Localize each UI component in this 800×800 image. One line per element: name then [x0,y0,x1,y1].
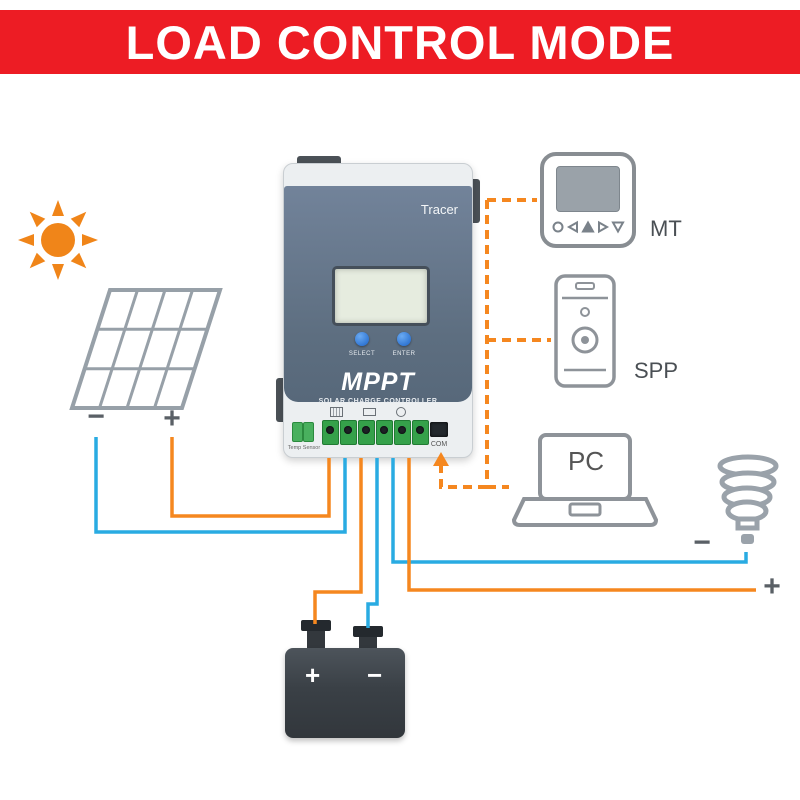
temp-sensor-label: Temp Sensor [287,445,321,451]
battery-negative-terminal [376,420,393,445]
comm-controller-dashed [439,464,487,489]
mt-remote-meter [540,152,636,248]
battery-minus-label: − [367,660,383,690]
battery-positive-terminal [358,420,375,445]
enter-button [397,332,411,346]
mt-screen [556,166,620,212]
battery-plus-label: + [305,660,321,690]
model-label: MPPT [341,368,415,396]
battery-body: + − [285,648,405,738]
load-negative-terminal [394,420,411,445]
title-banner: LOAD CONTROL MODE [0,10,800,74]
terminal-strip [322,420,429,445]
load-positive-terminal [412,420,429,445]
pv-positive-terminal [322,420,339,445]
pc-label: PC [567,446,605,476]
panel-terminal-icon [330,407,343,417]
com-label: COM [430,441,448,448]
spp-label: SPP [634,358,679,383]
panel-minus-label: − [87,400,105,433]
select-button-label: SELECT [348,351,376,357]
com-port [430,422,448,437]
spp-device [554,274,616,388]
battery-negative-wire [366,458,379,628]
subtitle-label: SOLAR CHARGE CONTROLLER [318,398,438,405]
mt-label: MT [650,216,682,241]
battery-cap [301,620,331,631]
charge-controller: Tracer SELECT ENTER MPPT SOLAR CHARGE CO… [276,156,480,458]
bulb-minus-label: − [693,526,711,559]
battery-positive-wire [313,458,363,624]
pv-negative-terminal [340,420,357,445]
mt-buttons [552,220,625,234]
bulb-plus-label: + [763,570,781,603]
temp-pin [292,422,303,442]
battery: + − [285,620,405,738]
controller-faceplate: Tracer SELECT ENTER MPPT SOLAR CHARGE CO… [284,186,472,405]
title-text: LOAD CONTROL MODE [125,15,675,69]
sun-icon [18,200,98,280]
panel-plus-label: + [163,402,181,435]
solar-panel [69,288,223,410]
battery-terminal-icon [363,408,376,416]
lcd-display [332,266,430,326]
load-terminal-icon [396,407,406,417]
temp-sensor-port [292,422,316,442]
temp-pin [303,422,314,442]
battery-cap [353,626,383,637]
controller-body: Tracer SELECT ENTER MPPT SOLAR CHARGE CO… [283,163,473,458]
brand-label: Tracer [420,202,458,217]
enter-button-label: ENTER [392,351,416,357]
terminal-icons [322,407,422,417]
select-button [355,332,369,346]
